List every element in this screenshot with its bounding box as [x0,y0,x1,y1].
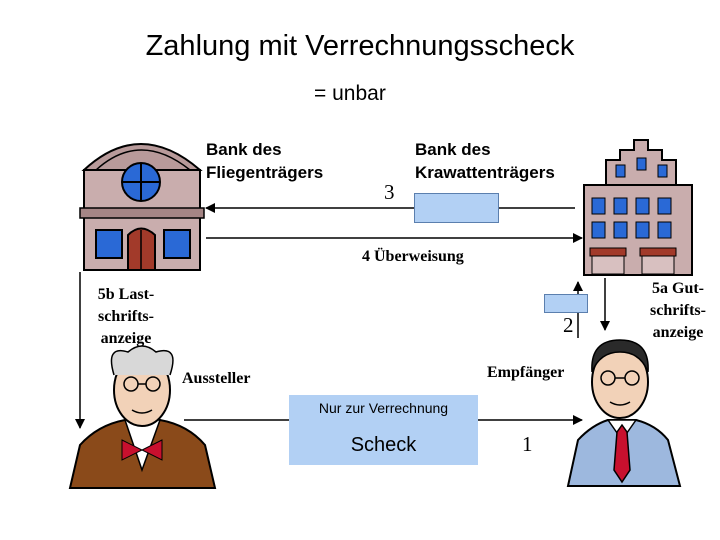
interbank-document [414,193,499,223]
step-5a-line2: schrifts- [650,302,706,319]
step-2-label: 2 [563,313,574,337]
step-4-label: 4 Überweisung [362,248,464,265]
bank-left-label-line1: Bank des [206,140,282,159]
issuer-label: Aussteller [182,370,251,387]
step-5a-line3: anzeige [652,324,704,341]
step-5a-line1: 5a Gut- [652,280,704,297]
step-5b-line3: anzeige [100,330,152,347]
step-5b-line2: schrifts- [98,308,154,325]
page-title: Zahlung mit Verrechnungsscheck [145,30,575,62]
check-document [289,395,478,465]
check-title: Scheck [350,434,417,456]
bank-left-icon [79,143,205,271]
recipient-person-icon [566,339,682,487]
step-1-label: 1 [522,432,533,456]
step-5b-line1: 5b Last- [97,286,155,303]
check-note: Nur zur Verrechnung [318,400,449,416]
step-5b-label: 5b Last- schrifts- anzeige [86,284,166,350]
deposit-slip [544,294,588,313]
issuer-person-icon [68,345,217,489]
bank-right-icon [583,139,693,276]
recipient-label: Empfänger [487,364,565,381]
bank-right-label-line1: Bank des [415,140,491,159]
bank-left-label-line2: Fliegenträgers [206,163,324,182]
bank-left-label: Bank des Fliegenträgers [206,138,323,184]
step-5a-label: 5a Gut- schrifts- anzeige [640,278,716,344]
bank-right-label-line2: Krawattenträgers [415,163,555,182]
subtitle: = unbar [314,82,386,105]
bank-right-label: Bank des Krawattenträgers [415,138,555,184]
step-3-label: 3 [384,180,395,204]
